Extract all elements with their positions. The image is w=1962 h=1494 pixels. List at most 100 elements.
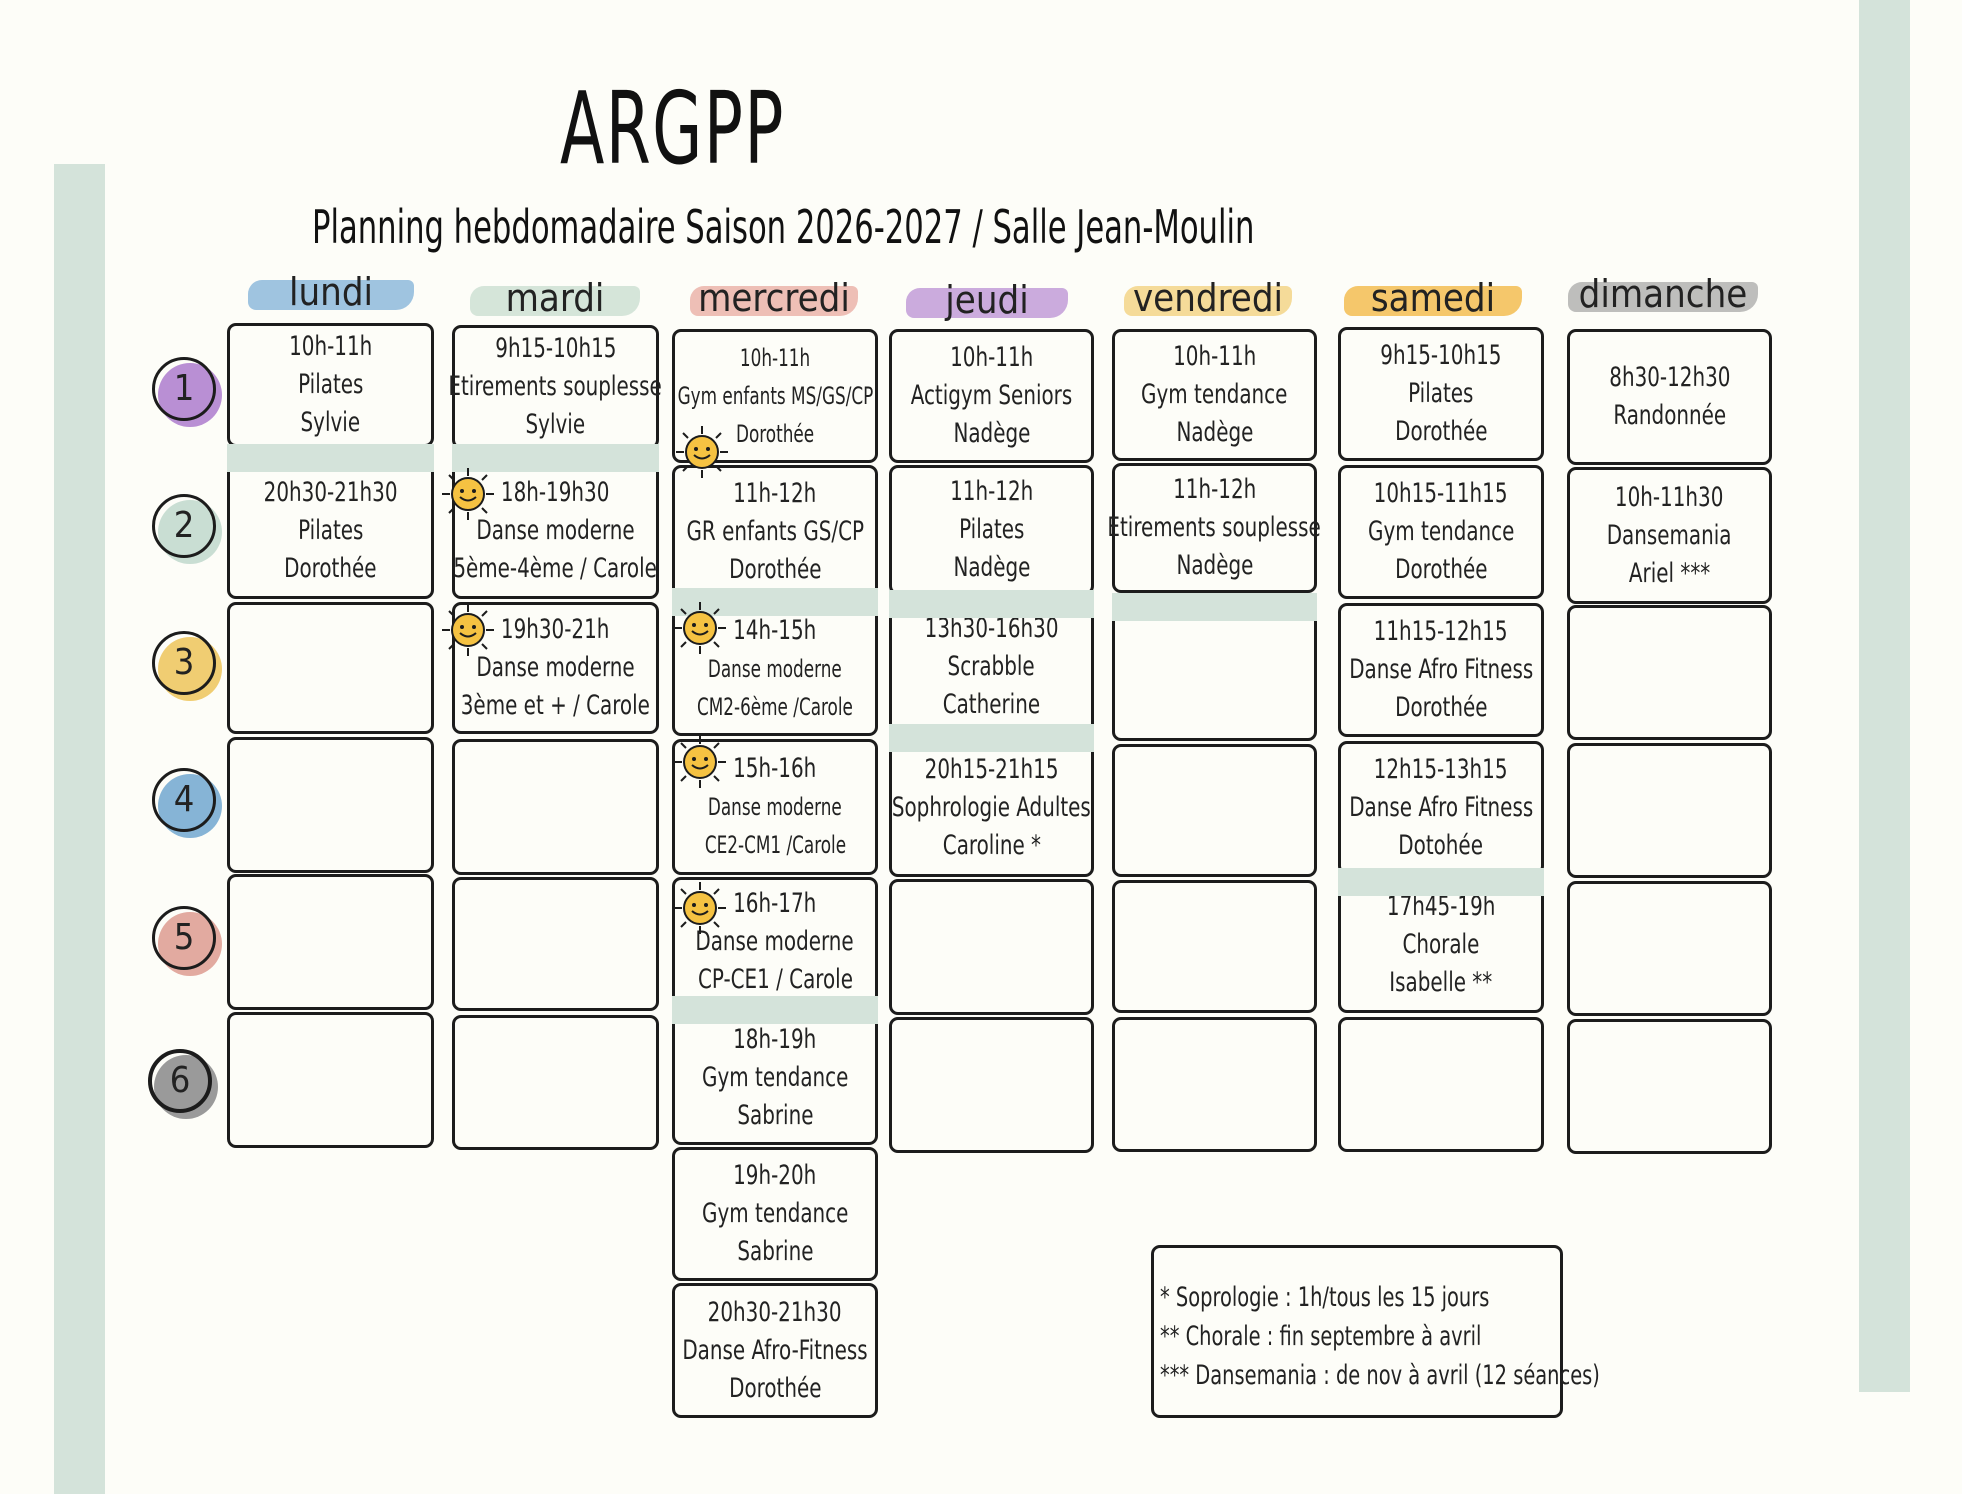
slot-mercredi-1: 10h-11h Gym enfants MS/GS/CP Dorothée	[672, 329, 878, 463]
row-number-label: 3	[152, 631, 216, 695]
slot-vendredi-empty	[1112, 744, 1317, 877]
row-number-5: 5	[152, 906, 222, 976]
slot-time: 13h30-16h30	[924, 613, 1059, 644]
slot-time: 11h15-12h15	[1374, 616, 1508, 647]
slot-time: 12h15-13h15	[1374, 754, 1508, 785]
slot-teacher: Dorothée	[284, 553, 377, 584]
slot-mercredi-8: 20h30-21h30 Danse Afro-Fitness Dorothée	[672, 1283, 878, 1418]
slot-activity: Dansemania	[1607, 519, 1732, 551]
slot-activity: Danse moderne	[476, 515, 635, 546]
brush-stroke	[470, 286, 640, 316]
slot-activity: Gym tendance	[701, 1061, 849, 1093]
day-label: samedi	[1370, 276, 1496, 320]
slot-teacher: Nadège	[953, 418, 1030, 449]
slot-time: 10h-11h	[288, 331, 373, 362]
slot-activity: Gym tendance	[701, 1198, 849, 1229]
day-label: mercredi	[698, 276, 850, 320]
slot-activity: Sophrologie Adultes	[892, 792, 1091, 823]
slot-time: 9h15-10h15	[1380, 340, 1502, 371]
slot-time: 9h15-10h15	[494, 333, 617, 364]
note-line: ** Chorale : fin septembre à avril	[1160, 1321, 1482, 1352]
slot-teacher: Sylvie	[525, 409, 586, 440]
slot-jeudi-2: 11h-12h Pilates Nadège	[889, 465, 1094, 595]
day-header-dimanche: dimanche	[1568, 272, 1758, 316]
day-header-vendredi: vendredi	[1124, 276, 1292, 320]
slot-activity: Gym enfants MS/GS/CP	[677, 382, 873, 410]
sun-icon	[442, 468, 494, 520]
slot-teacher: Dorothée	[1394, 554, 1488, 585]
slot-activity: Danse moderne	[708, 793, 842, 821]
slot-mercredi-2: 11h-12h GR enfants GS/CP Dorothée	[672, 465, 878, 599]
day-header-samedi: samedi	[1344, 276, 1522, 320]
slot-activity: Pilates	[297, 369, 364, 400]
slot-lundi-empty	[227, 1012, 434, 1148]
slot-time: 18h-19h	[733, 1023, 817, 1055]
slot-time: 10h15-11h15	[1374, 478, 1508, 509]
day-header-mercredi: mercredi	[690, 276, 858, 320]
slot-teacher: Catherine	[942, 689, 1041, 720]
slot-time: 16h-17h	[733, 888, 817, 919]
lunch-separator	[227, 444, 434, 472]
slot-teacher: Nadège	[1176, 417, 1253, 448]
slot-lundi-2: 20h30-21h30 Pilates Dorothée	[227, 463, 434, 599]
slot-samedi-5: 17h45-19h Chorale Isabelle **	[1338, 877, 1544, 1013]
slot-teacher: Dorothée	[1394, 692, 1488, 723]
slot-dimanche-2: 10h-11h30 Dansemania Ariel ***	[1567, 467, 1772, 604]
slot-activity: Danse moderne	[708, 655, 842, 683]
slot-teacher: Isabelle **	[1389, 967, 1493, 998]
slot-activity: Etirements souplesse	[448, 371, 663, 402]
page-subtitle: Planning hebdomadaire Saison 2026-2027 /…	[312, 200, 1255, 254]
slot-activity: Randonnée	[1613, 400, 1726, 431]
slot-activity: Danse Afro Fitness	[1348, 654, 1534, 685]
slot-time: 15h-16h	[733, 753, 817, 784]
slot-time: 14h-15h	[733, 615, 817, 646]
brush-stroke	[1344, 286, 1522, 316]
notes-box: * Soprologie : 1h/tous les 15 jours ** C…	[1151, 1245, 1600, 1418]
slot-mardi-2: 18h-19h30 Danse moderne 5ème-4ème / Caro…	[452, 463, 659, 599]
slot-time: 18h-19h30	[501, 477, 610, 508]
slot-mardi-empty	[452, 877, 659, 1011]
slot-samedi-empty	[1338, 1017, 1544, 1152]
slot-teacher: CP-CE1 / Carole	[697, 964, 853, 995]
slot-activity: Pilates	[1408, 378, 1474, 409]
lunch-separator	[672, 588, 878, 616]
row-number-6: 6	[148, 1049, 218, 1119]
slot-mardi-empty	[452, 739, 659, 875]
lunch-separator	[1112, 593, 1317, 621]
note-line: *** Dansemania : de nov à avril (12 séan…	[1160, 1360, 1600, 1391]
slot-teacher: 3ème et + / Carole	[460, 690, 651, 721]
day-header-lundi: lundi	[248, 270, 414, 314]
slot-activity: Pilates	[297, 515, 364, 546]
brush-stroke	[906, 288, 1068, 318]
slot-activity: Chorale	[1402, 929, 1480, 960]
slot-dimanche-1: 8h30-12h30 Randonnée	[1567, 329, 1772, 465]
slot-activity: Danse Afro-Fitness	[682, 1334, 868, 1366]
slot-activity: Pilates	[958, 514, 1025, 545]
slot-time: 8h30-12h30	[1608, 362, 1731, 393]
slot-teacher: Caroline *	[942, 830, 1041, 861]
slot-time: 11h-12h	[949, 476, 1034, 507]
slot-activity: Danse moderne	[695, 926, 855, 957]
day-label: mardi	[505, 276, 605, 320]
slot-activity: Gym tendance	[1367, 516, 1515, 547]
slot-activity: Danse moderne	[476, 652, 635, 683]
slot-activity: GR enfants GS/CP	[686, 516, 864, 547]
row-number-label: 5	[152, 906, 216, 970]
evening-separator	[1338, 868, 1544, 896]
evening-separator	[889, 724, 1094, 752]
day-header-jeudi: jeudi	[906, 278, 1068, 322]
slot-dimanche-empty	[1567, 1019, 1772, 1154]
slot-mardi-3: 19h30-21h Danse moderne 3ème et + / Caro…	[452, 602, 659, 734]
row-number-label: 2	[152, 494, 216, 558]
slot-activity: Gym tendance	[1141, 379, 1288, 410]
sun-icon	[674, 736, 726, 788]
slot-activity: Etirements souplesse	[1107, 512, 1322, 543]
sun-icon	[676, 426, 728, 478]
slot-activity: Danse Afro Fitness	[1348, 792, 1534, 823]
slot-mardi-empty	[452, 1015, 659, 1150]
slot-vendredi-empty	[1112, 1017, 1317, 1152]
row-number-label: 6	[148, 1049, 212, 1113]
day-label: dimanche	[1578, 272, 1748, 316]
slot-dimanche-empty	[1567, 881, 1772, 1016]
note-line: * Soprologie : 1h/tous les 15 jours	[1160, 1282, 1490, 1313]
